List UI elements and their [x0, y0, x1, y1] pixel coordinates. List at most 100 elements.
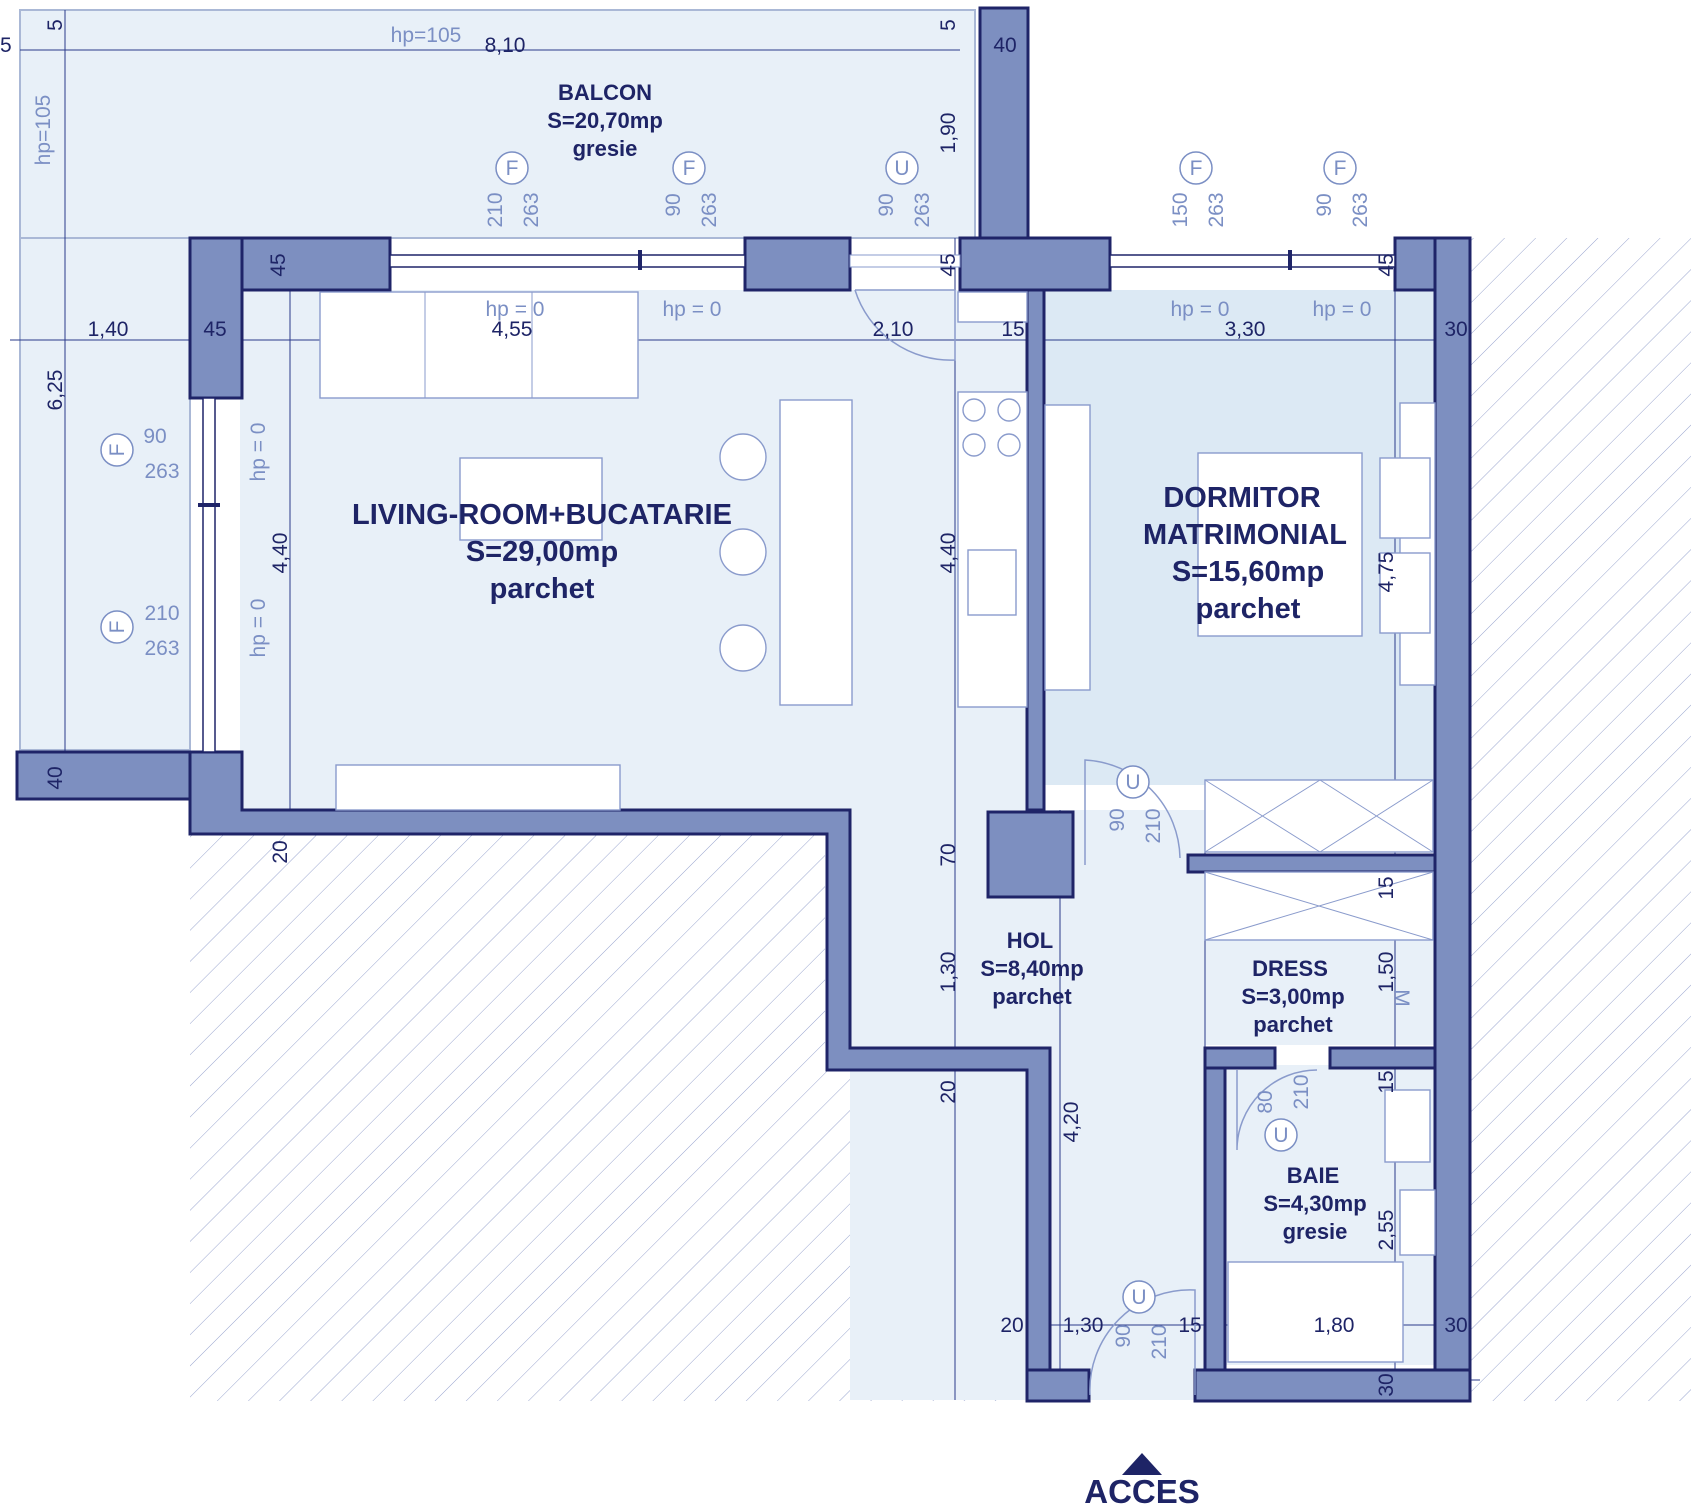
win1-h: 263	[520, 192, 543, 227]
win1-w: 210	[484, 192, 507, 227]
closet-dress	[1204, 871, 1434, 941]
hp105-top: hp=105	[391, 24, 462, 47]
hp0-6: hp = 0	[247, 599, 270, 658]
stool-3	[719, 624, 767, 672]
dim-15-top: 15	[1001, 318, 1024, 341]
dim-5-a: 5	[44, 19, 67, 31]
wall-bath-top	[1203, 1046, 1277, 1070]
wall-bed-closet-bottom	[1186, 853, 1437, 874]
marker-f-3: F	[1190, 157, 1203, 180]
wall-partition-kitchen	[1025, 288, 1046, 812]
stool-1	[719, 433, 767, 481]
door-bedroom	[1084, 759, 1181, 865]
wall-top-mid	[743, 236, 852, 292]
balcon-name: BALCON	[558, 80, 652, 105]
dress-name: DRESS	[1252, 956, 1328, 981]
dim-130-a: 1,30	[937, 952, 960, 993]
window-living-2	[849, 254, 961, 268]
stool-2	[719, 528, 767, 576]
entrance-arrow-icon	[1122, 1453, 1162, 1475]
marker-f-1: F	[506, 157, 519, 180]
kitchen-island	[779, 399, 853, 706]
stove-burner	[962, 398, 986, 422]
wall-top-right	[958, 236, 1112, 292]
door1-h: 263	[911, 192, 934, 227]
dim-15-bottom: 15	[1178, 1314, 1201, 1337]
doors	[854, 289, 1318, 1396]
toilet	[1399, 1189, 1436, 1256]
dim-45-b: 45	[937, 253, 960, 276]
windows	[198, 250, 1396, 753]
win3-h: 263	[1205, 192, 1228, 227]
door2-w: 90	[1106, 808, 1129, 831]
dim-15-c: 15	[1375, 1070, 1398, 1093]
dim-15-b: 15	[1375, 876, 1398, 899]
marker-u-3: U	[1273, 1124, 1288, 1147]
dress-floor: parchet	[1253, 1012, 1333, 1037]
marker-u-2: U	[1125, 771, 1140, 794]
bed	[1197, 452, 1363, 637]
washbasin	[1384, 1089, 1431, 1163]
hatched-exterior	[190, 238, 1691, 1401]
dim-150: 1,50	[1375, 952, 1398, 993]
dim-5-b: 5	[937, 19, 960, 31]
dim-190: 1,90	[937, 113, 960, 154]
dim-180: 1,80	[1314, 1314, 1355, 1337]
balcony-side-floor	[19, 237, 191, 751]
door-bath	[1236, 1069, 1318, 1151]
wall-bath-left	[1203, 1046, 1227, 1403]
win3-w: 150	[1169, 192, 1192, 227]
dim-40-top: 40	[993, 34, 1016, 57]
door3-h: 210	[1290, 1074, 1313, 1109]
stove-burner-2	[997, 398, 1021, 422]
marker-f-6: F	[106, 621, 129, 634]
dim-45-a: 45	[267, 253, 290, 276]
balcon-floor: gresie	[573, 136, 638, 161]
dim-45-left: 45	[203, 318, 226, 341]
wall-right	[1433, 236, 1472, 1403]
room-labels: BALCON S=20,70mp gresie LIVING-ROOM+BUCA…	[352, 80, 1367, 1510]
stove-burner-3	[962, 433, 986, 457]
balcon-area: S=20,70mp	[547, 108, 663, 133]
wall-balcony-left-cap	[15, 750, 194, 801]
dim-20-bottom-left: 20	[1000, 1314, 1023, 1337]
marker-m: M	[1390, 989, 1413, 1007]
dim-420: 4,20	[1060, 1102, 1083, 1143]
marker-u-4: U	[1131, 1286, 1146, 1309]
dim-20-b: 20	[937, 1080, 960, 1103]
wardrobe-tv-bedroom	[1044, 404, 1091, 691]
hol-area: S=8,40mp	[980, 956, 1083, 981]
pillow-2	[1379, 552, 1431, 634]
wall-bath-top-right	[1328, 1046, 1437, 1070]
window-bedroom	[1109, 254, 1396, 268]
dormitor-floor: parchet	[1196, 593, 1301, 625]
dim-130-bottom: 1,30	[1063, 1314, 1104, 1337]
win2-h: 263	[698, 192, 721, 227]
sofa	[319, 291, 639, 399]
dimension-texts: 5 8,10 40 1,40 45 4,55 2,10 15 3,30 30 2…	[0, 19, 1468, 1397]
dim-40-left: 40	[44, 766, 67, 789]
win6-h: 263	[144, 637, 179, 660]
win6-w: 210	[144, 602, 179, 625]
dim-330: 3,30	[1225, 318, 1266, 341]
dim-440-b: 4,40	[937, 533, 960, 574]
dim-140: 1,40	[88, 318, 129, 341]
bathtub	[1227, 1261, 1404, 1363]
marker-f-4: F	[1334, 157, 1347, 180]
hp0-3: hp = 0	[1171, 298, 1230, 321]
dress-area: S=3,00mp	[1241, 984, 1344, 1009]
wall-bottom-right	[1193, 1368, 1472, 1403]
stove-burner-4	[997, 433, 1021, 457]
baie-floor: gresie	[1283, 1219, 1348, 1244]
hp0-5: hp = 0	[247, 423, 270, 482]
door4-h: 210	[1148, 1324, 1171, 1359]
hol-name: HOL	[1007, 928, 1053, 953]
dim-475: 4,75	[1375, 552, 1398, 593]
nightstand-1	[1399, 402, 1436, 686]
fridge-kitchen-corner	[957, 291, 1028, 323]
hp0-2: hp = 0	[663, 298, 722, 321]
entrance-label: ACCES	[1084, 1473, 1200, 1510]
closet-bedroom	[1204, 779, 1434, 853]
dim-255: 2,55	[1375, 1210, 1398, 1251]
